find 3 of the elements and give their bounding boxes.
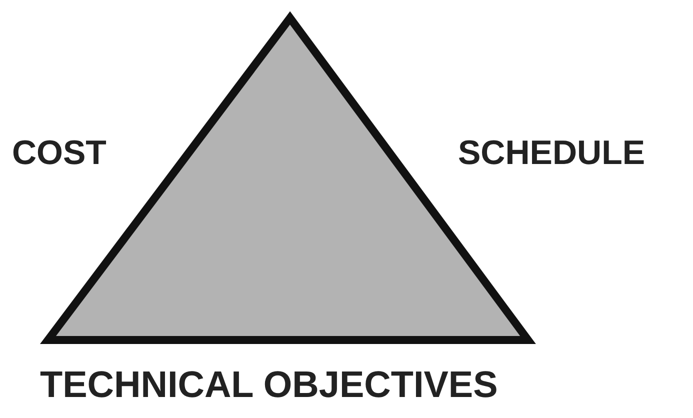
side-label: COST: [12, 136, 106, 170]
side-label: SCHEDULE: [458, 136, 646, 170]
base-label: TECHNICAL OBJECTIVES: [40, 366, 498, 403]
